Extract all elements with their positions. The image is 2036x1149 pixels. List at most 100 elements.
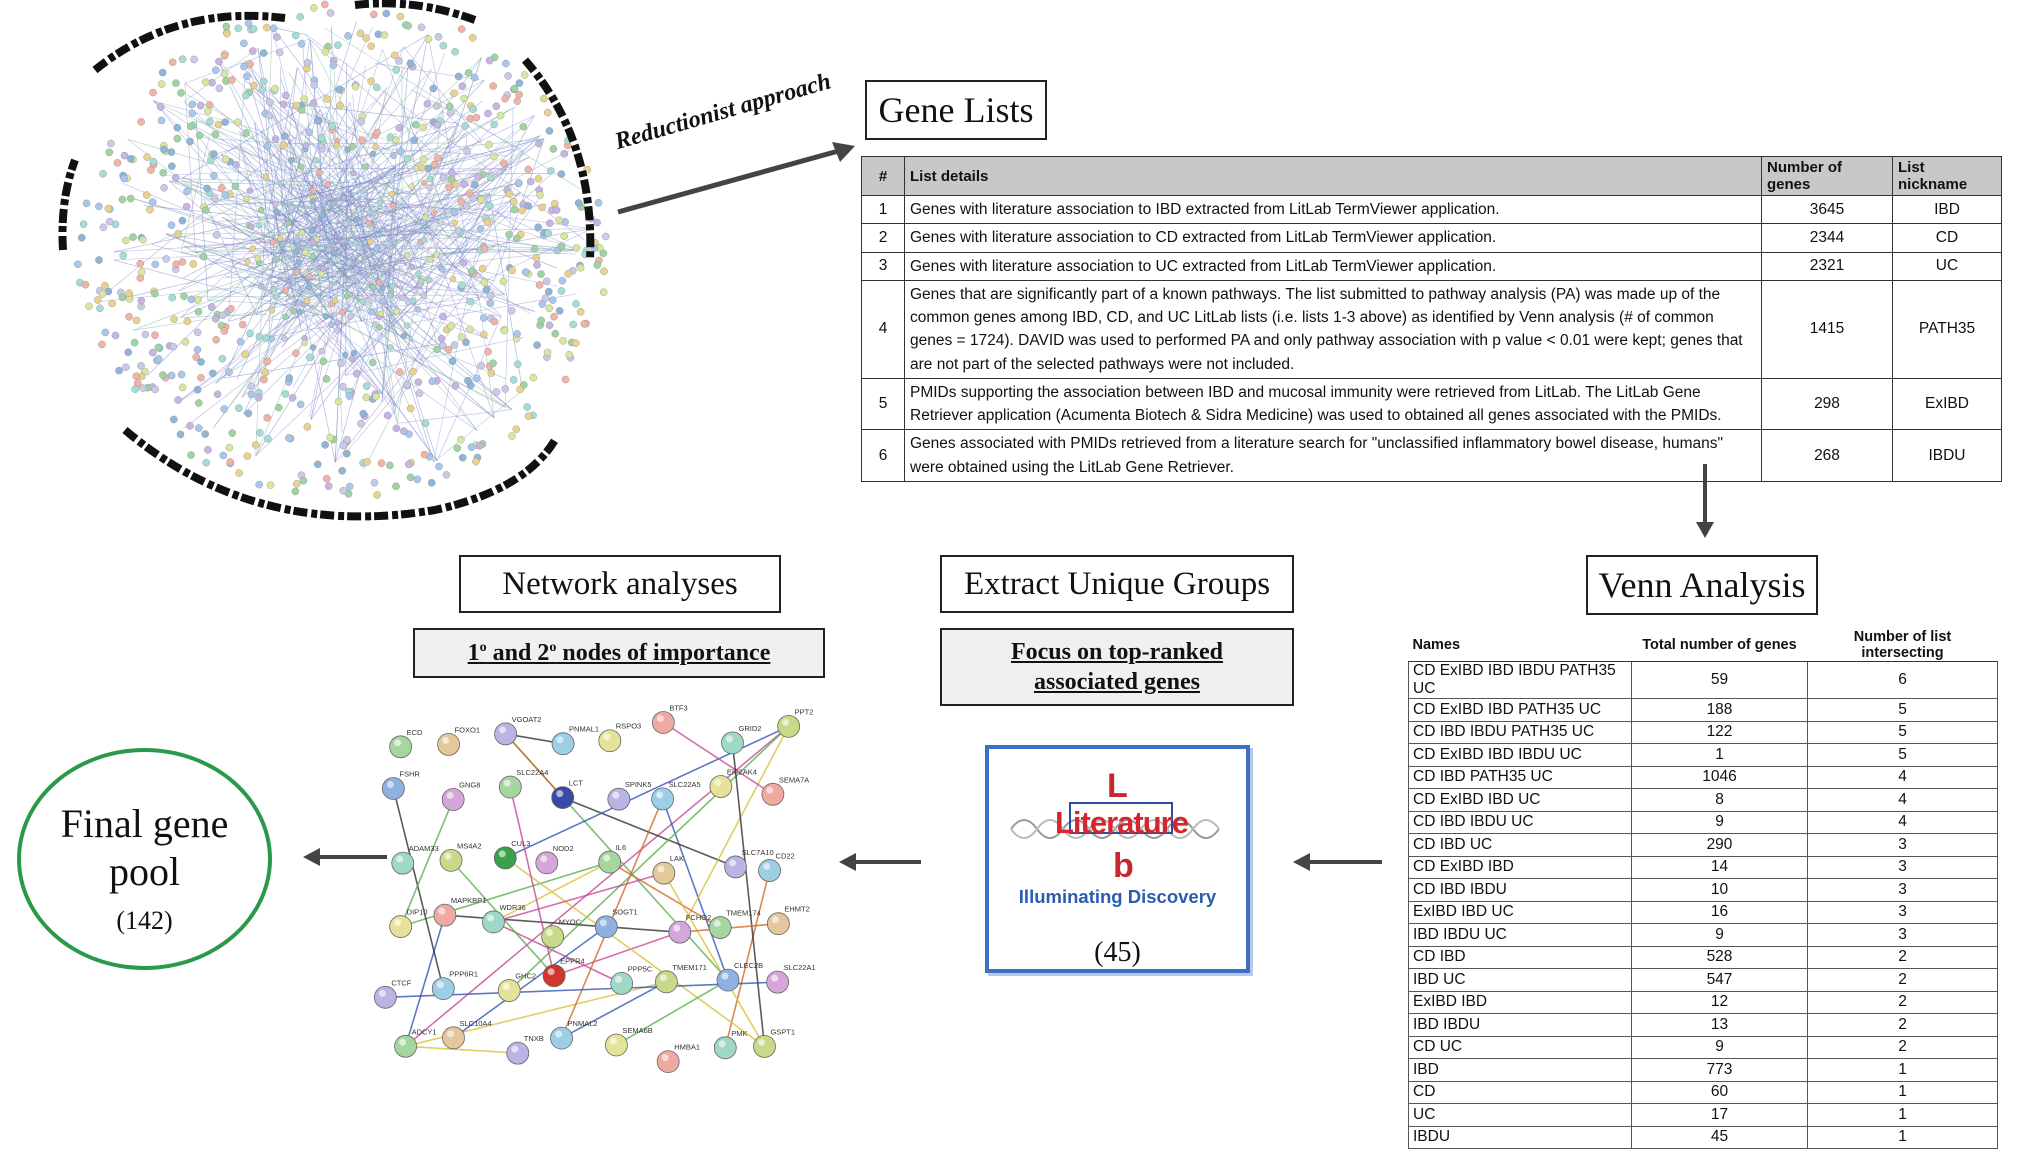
string-node: PPP6R1 [431, 970, 478, 1001]
string-node-label: NOD2 [553, 844, 574, 853]
string-node: SLC7A10 [724, 848, 774, 879]
network-edge [280, 78, 362, 322]
string-edge [609, 861, 721, 929]
network-node [309, 253, 316, 260]
network-node [193, 328, 202, 337]
string-edge [404, 914, 446, 1047]
network-edge [213, 301, 310, 428]
network-edge [307, 190, 372, 269]
network-node [319, 230, 326, 237]
network-node [383, 411, 392, 420]
network-node [484, 348, 492, 356]
network-node [423, 100, 432, 108]
network-node [544, 229, 553, 237]
network-node [439, 341, 447, 350]
gene-list-nickname: ExIBD [1892, 377, 2002, 431]
network-node [293, 480, 301, 488]
network-node [406, 59, 415, 68]
network-node [419, 123, 427, 132]
network-node [460, 94, 468, 103]
network-node [492, 102, 501, 111]
network-node [333, 327, 340, 334]
network-edge [178, 187, 312, 292]
network-node [262, 334, 270, 342]
network-node [380, 297, 387, 305]
network-node [146, 205, 154, 214]
network-node [555, 216, 563, 225]
network-edge [292, 135, 541, 213]
network-node [338, 308, 346, 316]
network-edge [433, 390, 523, 463]
venn-total: 59 [1631, 661, 1808, 699]
network-node [359, 409, 368, 418]
network-node [178, 383, 187, 392]
network-node [321, 0, 329, 9]
network-node [223, 29, 231, 38]
col-header-nickname: List nickname [1892, 156, 2002, 196]
gene-lists-header-row: # List details Number of genes List nick… [861, 156, 2002, 196]
network-node [445, 102, 454, 111]
network-node [534, 174, 543, 183]
venn-total: 9 [1631, 1036, 1808, 1059]
network-node [167, 148, 176, 156]
network-node [448, 169, 456, 177]
network-edge [263, 200, 292, 374]
network-node [424, 35, 433, 43]
network-edge [281, 67, 298, 202]
network-node [487, 369, 496, 377]
network-node [429, 84, 438, 93]
network-node [408, 263, 416, 271]
network-node [337, 359, 345, 368]
network-node [433, 121, 441, 129]
string-edge [453, 926, 607, 1039]
string-node: TMEM174 [708, 909, 761, 939]
network-node [510, 84, 519, 93]
string-node: RSPO3 [598, 722, 641, 753]
network-node [334, 397, 343, 406]
network-node [194, 296, 202, 304]
string-edge [724, 870, 771, 1049]
network-edge [309, 78, 429, 279]
network-edge [409, 228, 592, 318]
network-node [350, 169, 357, 177]
network-node [490, 152, 498, 161]
network-node [309, 238, 317, 246]
string-node-label: PPP6R1 [449, 970, 478, 979]
network-node [449, 275, 457, 283]
network-node [207, 156, 215, 165]
network-node [411, 120, 420, 129]
network-node [600, 267, 608, 276]
network-node [460, 180, 468, 188]
string-node-label: RSPO3 [616, 722, 641, 731]
string-node: IL6 [598, 843, 626, 874]
network-node [526, 177, 535, 186]
network-node [220, 51, 229, 60]
venn-name: IBD [1408, 1058, 1632, 1082]
venn-name: CD ExIBD IBD IBDU PATH35 UC [1408, 661, 1632, 699]
network-node [249, 47, 257, 55]
network-node [576, 308, 585, 316]
network-node [172, 260, 180, 268]
string-edge [661, 798, 729, 981]
network-node [195, 399, 203, 407]
network-edge [311, 167, 507, 170]
string-node-label: MAPKBP1 [451, 896, 486, 905]
network-node [294, 237, 301, 244]
network-node [201, 78, 210, 86]
network-node [220, 327, 228, 335]
venn-table: Names Total number of genes Number of li… [1408, 629, 1998, 1149]
network-node [306, 273, 313, 280]
network-node [136, 274, 145, 282]
network-node [248, 223, 255, 230]
string-edge [405, 1045, 518, 1054]
venn-intersect: 2 [1807, 1036, 1998, 1059]
network-node [462, 338, 470, 347]
string-edge [392, 788, 445, 989]
network-node [160, 184, 168, 192]
network-node [419, 155, 428, 164]
network-node [334, 319, 341, 326]
